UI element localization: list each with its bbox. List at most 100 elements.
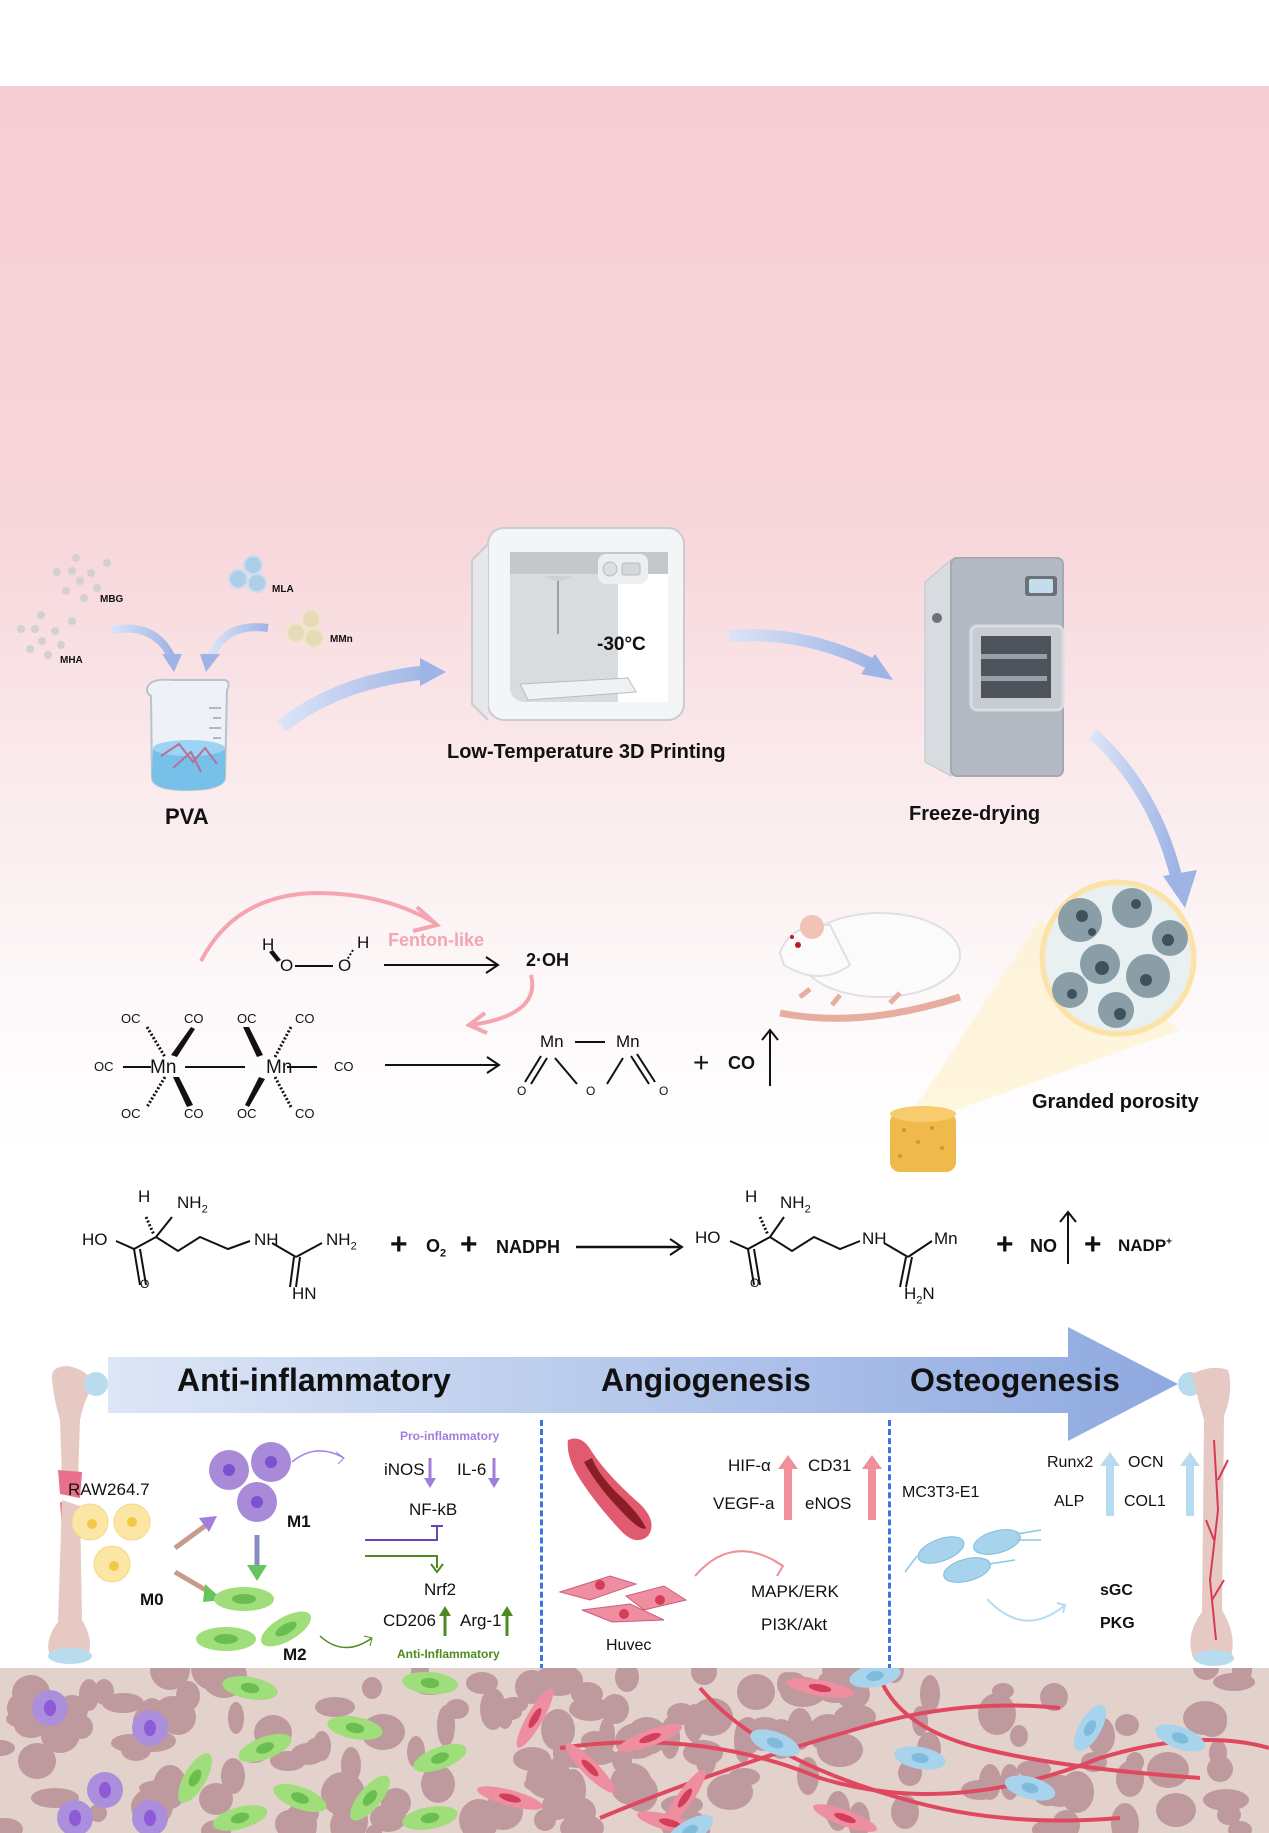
marker-enos: eNOS <box>805 1494 852 1513</box>
h2o2-h2: H <box>357 933 370 952</box>
mn-arginine-structure <box>729 1216 933 1288</box>
arginine-o: O <box>140 1277 150 1291</box>
arginine-nh2-terminal: NH2 <box>326 1230 357 1253</box>
tissue-pore <box>978 1693 1016 1735</box>
tissue-pore <box>554 1740 570 1778</box>
osteoblast-cell <box>1004 1775 1056 1801</box>
tissue-pore <box>341 1747 361 1783</box>
m1-macrophage-icon <box>209 1442 291 1522</box>
tissue-pore <box>515 1670 549 1704</box>
upregulated-arrow-icon <box>778 1455 798 1520</box>
m2-macrophage-cell <box>273 1783 327 1813</box>
pathway-mapk-erk: MAPK/ERK <box>751 1582 839 1601</box>
gas-release-arrow-icon <box>1059 1210 1077 1264</box>
h2o2-h1: H <box>262 935 275 954</box>
tissue-pore <box>737 1674 775 1710</box>
healed-bone-icon <box>1178 1367 1234 1666</box>
tissue-pore <box>228 1702 244 1734</box>
mn-oxide-mn2: Mn <box>616 1032 640 1051</box>
tissue-pore <box>1040 1683 1068 1711</box>
mla-microspheres-icon <box>228 555 267 593</box>
polarization-arrows-icon <box>173 1516 223 1602</box>
nadp-product: NADP+ <box>1118 1236 1173 1255</box>
tissue-pore <box>221 1758 245 1794</box>
mn-oxide-o: O <box>586 1084 596 1098</box>
section-divider <box>540 1420 543 1670</box>
mbg-label: MBG <box>100 594 124 605</box>
tissue-pore <box>1115 1714 1139 1736</box>
freeze-dryer-icon <box>924 557 1065 777</box>
3d-printer-icon <box>471 527 685 721</box>
tissue-pore <box>150 1668 190 1690</box>
m2-label: M2 <box>283 1645 307 1664</box>
endothelial-cell <box>617 1724 683 1752</box>
tissue-pore <box>1228 1821 1252 1833</box>
ligand-co: CO <box>295 1011 315 1026</box>
marker-arg1: Arg-1 <box>460 1611 502 1630</box>
tissue-pore <box>569 1697 611 1721</box>
h2o2-o2: O <box>338 956 352 975</box>
scaffold-zoom-icon <box>890 879 1197 1172</box>
reaction-arrow-icon <box>384 956 500 974</box>
tissue-pore <box>534 1809 556 1831</box>
tissue-pore <box>488 1705 522 1721</box>
m2-macrophage-cell <box>238 1733 292 1763</box>
downregulated-arrow-icon <box>424 1458 436 1488</box>
m2-macrophage-cell <box>402 1671 458 1695</box>
marker-cd31: CD31 <box>808 1456 852 1475</box>
osteo-signal-arrow-icon <box>986 1598 1067 1622</box>
mn-oxide-o: O <box>517 1084 527 1098</box>
m2-macrophage-icon <box>196 1587 311 1651</box>
mha-label: MHA <box>60 655 83 666</box>
raw264-label: RAW264.7 <box>68 1480 150 1499</box>
ligand-co: CO <box>295 1106 315 1121</box>
tissue-pore <box>18 1743 56 1779</box>
no-product: NO <box>1030 1236 1057 1256</box>
mn-atom-2: Mn <box>266 1057 293 1078</box>
fenton-arc-arrow-icon <box>199 890 442 962</box>
tissue-pore <box>707 1774 753 1810</box>
printer-label: Low-Temperature 3D Printing <box>447 741 726 763</box>
product-o: O <box>750 1276 760 1290</box>
tissue-pore <box>1147 1752 1189 1788</box>
endothelial-cell <box>786 1678 854 1698</box>
mmn-microspheres-icon <box>286 609 324 648</box>
m2-macrophage-cell <box>350 1775 390 1821</box>
mn-oxide-mn1: Mn <box>540 1032 564 1051</box>
tissue-pore <box>1213 1673 1255 1691</box>
tissue-pore <box>601 1694 629 1724</box>
pink-return-arrow-icon <box>465 974 535 1035</box>
tissue-pore <box>667 1703 695 1725</box>
flow-arrow-icon <box>277 658 446 732</box>
tissue-pore <box>0 1818 23 1833</box>
tissue-pore <box>1203 1789 1249 1811</box>
tissue-pore <box>79 1679 99 1711</box>
beaker-icon <box>146 678 230 792</box>
marker-cd206: CD206 <box>383 1611 436 1630</box>
activation-arrow-icon <box>365 1555 444 1574</box>
tissue-pore <box>822 1668 838 1680</box>
tissue-pore <box>1193 1668 1219 1680</box>
m0-label: M0 <box>140 1590 164 1609</box>
tissue-pore <box>1111 1803 1139 1833</box>
osteoblast-cell <box>894 1746 946 1770</box>
reaction-arrow-icon <box>385 1056 501 1074</box>
arginine-structure <box>115 1216 323 1288</box>
m2-macrophage-cell <box>413 1743 467 1773</box>
flow-arrow-icon <box>111 623 269 672</box>
nrf2-label: Nrf2 <box>424 1580 457 1599</box>
huvec-label: Huvec <box>606 1637 652 1654</box>
m1-macrophage-cell <box>132 1800 168 1833</box>
tissue-pore <box>1207 1756 1233 1782</box>
ligand-oc: OC <box>121 1011 141 1026</box>
tissue-pore <box>466 1672 498 1694</box>
tissue-pore <box>834 1704 876 1730</box>
tissue-pore <box>199 1783 233 1815</box>
marker-hif-alpha: HIF-α <box>728 1456 771 1475</box>
product-mn: Mn <box>934 1229 958 1248</box>
endothelial-cell <box>664 1769 706 1827</box>
osteoblast-cells-icon <box>904 1529 1042 1583</box>
blood-vessel-icon <box>567 1438 652 1541</box>
pathway-pkg: PKG <box>1100 1615 1135 1632</box>
m1-macrophage-cell <box>87 1772 123 1808</box>
